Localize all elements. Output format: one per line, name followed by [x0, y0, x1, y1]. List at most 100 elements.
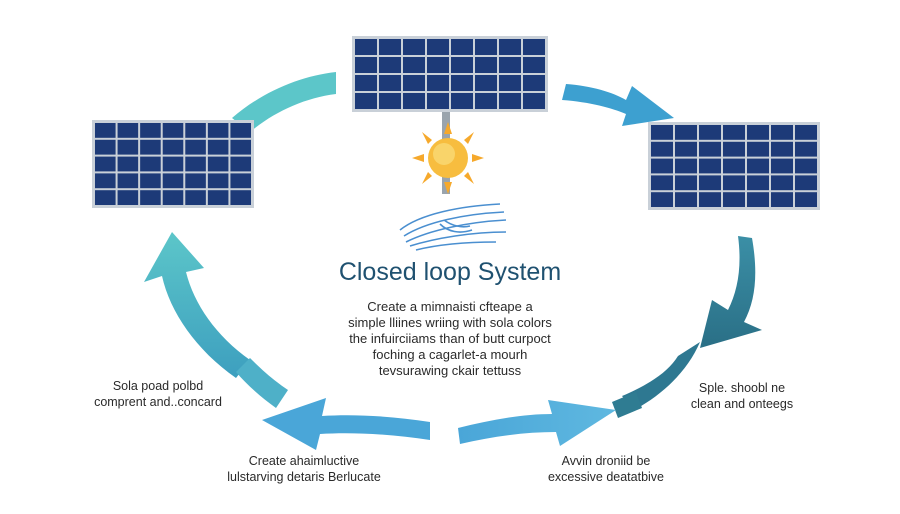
- solar-panel-top-cell: [379, 57, 401, 73]
- solar-panel-left-cell: [140, 139, 161, 155]
- solar-panel-left-cell: [95, 139, 116, 155]
- solar-panel-top-cell: [475, 75, 497, 91]
- arrow-bottom-right: [458, 400, 616, 446]
- caption-bottom-left-line-2: lulstarving detaris Berlucate: [227, 470, 381, 484]
- solar-panel-left-cell: [162, 190, 184, 205]
- solar-panel-left-cell: [140, 156, 161, 172]
- solar-panel-top-cell: [379, 93, 401, 109]
- solar-panel-top-cell: [475, 57, 497, 73]
- solar-panel-right-cell: [795, 175, 817, 191]
- solar-panel-left-cell: [140, 190, 161, 205]
- solar-panel-right-cell: [651, 175, 673, 191]
- solar-panel-right-cell: [723, 158, 745, 174]
- body-line-1: Create a mimnaisti cfteape a: [367, 299, 533, 314]
- caption-bottom-right: Avvin droniid be excessive deatatbive: [536, 453, 676, 485]
- sun-icon: [412, 108, 484, 194]
- solar-panel-left-cell: [207, 139, 229, 155]
- solar-panel-right-cell: [651, 141, 673, 157]
- solar-panel-top-cell: [355, 75, 377, 91]
- solar-panel-left-cell: [140, 123, 161, 138]
- solar-panel-left-cell: [207, 190, 229, 205]
- arrow-right-lower-tail: [612, 392, 642, 418]
- solar-panel-right-cell: [723, 175, 745, 191]
- solar-panel-left-cell: [95, 173, 116, 189]
- solar-panel-left-cell: [185, 173, 206, 189]
- solar-panel-left-cell: [230, 139, 251, 155]
- solar-panel-right-cell: [771, 125, 793, 140]
- solar-panel-right-cell: [699, 125, 721, 140]
- solar-panel-right-cell: [675, 175, 697, 191]
- solar-panel-left-cell: [162, 139, 184, 155]
- solar-panel-top-cell: [499, 75, 521, 91]
- solar-panel-top-cell: [355, 93, 377, 109]
- solar-panel-top-cell: [523, 75, 545, 91]
- solar-panel-left-cell: [95, 156, 116, 172]
- solar-panel-top-cell: [451, 93, 473, 109]
- arrow-top-right: [562, 84, 674, 126]
- solar-panel-top-cell: [379, 39, 401, 55]
- solar-panel-left-cell: [162, 156, 184, 172]
- arrow-top-left: [232, 72, 336, 132]
- solar-panel-left-cell: [117, 156, 139, 172]
- solar-panel-right-cell: [723, 125, 745, 140]
- caption-left-line-1: Sola poad polbd: [112, 379, 204, 393]
- solar-panel-top-cell: [355, 39, 377, 55]
- solar-panel-top-cell: [499, 39, 521, 55]
- caption-bottom-right-line-1: Avvin droniid be: [561, 454, 651, 468]
- solar-panel-right-cell: [675, 192, 697, 207]
- solar-panel-left-icon: [92, 120, 254, 208]
- diagram-title: Closed loop System: [338, 258, 562, 286]
- solar-panel-right-cell: [747, 158, 769, 174]
- solar-panel-right-cell: [675, 141, 697, 157]
- caption-bottom-left: Create ahaimluctive lulstarving detaris …: [214, 453, 394, 485]
- solar-panel-left-cell: [207, 123, 229, 138]
- body-line-5: tevsurawing ckair tettuss: [378, 363, 522, 378]
- solar-panel-right-cell: [699, 175, 721, 191]
- caption-bottom-right-line-2: excessive deatatbive: [547, 470, 665, 484]
- solar-panel-left-cell: [117, 173, 139, 189]
- solar-panel-left-cell: [185, 190, 206, 205]
- solar-panel-right-cell: [795, 192, 817, 207]
- solar-panel-top-cell: [523, 93, 545, 109]
- solar-panel-right-cell: [795, 125, 817, 140]
- solar-panel-top-cell: [475, 39, 497, 55]
- body-line-2: simple lliines wriing with sola colors: [348, 315, 552, 330]
- solar-panel-top-cell: [403, 75, 425, 91]
- solar-panel-right-cell: [747, 141, 769, 157]
- solar-panel-top-icon: [352, 36, 548, 112]
- caption-left-line-2: comprent and..concard: [94, 395, 222, 409]
- solar-panel-top-cell: [427, 57, 449, 73]
- solar-panel-top-cell: [403, 57, 425, 73]
- solar-panel-top-cell: [451, 39, 473, 55]
- solar-panel-left-cell: [230, 123, 251, 138]
- solar-panel-right-cell: [747, 175, 769, 191]
- caption-right: Sple. shoobl ne clean and onteegs: [672, 380, 812, 412]
- solar-panel-left-cell: [230, 156, 251, 172]
- solar-panel-left-cell: [207, 156, 229, 172]
- solar-panel-left-cell: [162, 173, 184, 189]
- solar-panel-right-cell: [747, 192, 769, 207]
- caption-right-line-1: Sple. shoobl ne: [698, 381, 786, 395]
- solar-panel-right-cell: [723, 141, 745, 157]
- solar-panel-top-cell: [427, 39, 449, 55]
- arrow-bottom-left: [262, 398, 430, 450]
- solar-panel-top-cell: [403, 39, 425, 55]
- solar-panel-top-cell: [427, 75, 449, 91]
- solar-panel-right-cell: [651, 125, 673, 140]
- solar-panel-left-cell: [117, 139, 139, 155]
- solar-panel-left-cell: [185, 156, 206, 172]
- solar-panel-right-cell: [651, 158, 673, 174]
- water-waves-icon: [399, 203, 507, 251]
- solar-panel-top-cell: [523, 57, 545, 73]
- solar-panel-right-cell: [675, 125, 697, 140]
- solar-panel-top-cell: [403, 93, 425, 109]
- body-line-3: the infuirciiams than of butt curpoct: [349, 331, 551, 346]
- arrow-left-up: [144, 232, 250, 378]
- solar-panel-top-cell: [499, 57, 521, 73]
- solar-panel-top-cell: [523, 39, 545, 55]
- solar-panel-left-cell: [117, 123, 139, 138]
- solar-panel-top-cell: [499, 93, 521, 109]
- solar-panel-right-cell: [723, 192, 745, 207]
- solar-panel-right-cell: [699, 192, 721, 207]
